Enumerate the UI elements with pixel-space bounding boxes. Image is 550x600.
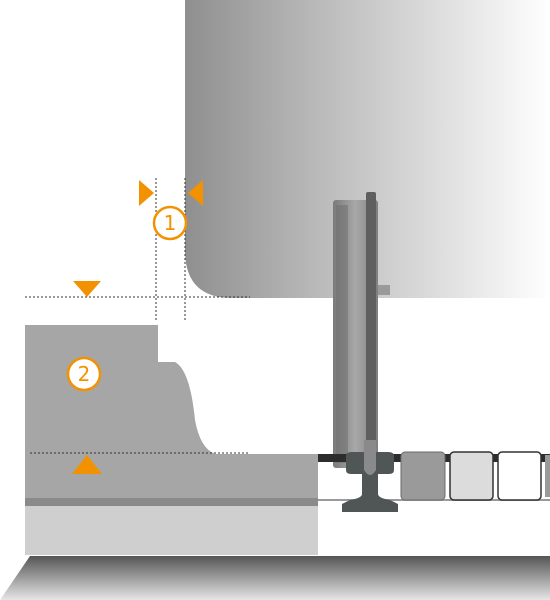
train-wheel — [333, 192, 390, 474]
rail — [342, 452, 398, 512]
ground — [0, 556, 550, 600]
height-arrow-up-icon — [72, 455, 102, 474]
pad-1 — [400, 451, 446, 501]
height-arrow-down-icon — [73, 281, 101, 297]
marker-2-label: 2 — [78, 362, 91, 386]
marker-1: 1 — [152, 205, 188, 241]
marker-2: 2 — [66, 356, 102, 392]
wheel-flange — [364, 440, 376, 475]
measurement-lines — [25, 178, 250, 454]
pad-3 — [497, 451, 542, 501]
pad-4 — [545, 455, 550, 497]
gap-arrow-right-icon — [188, 180, 203, 206]
train-car-body — [185, 0, 550, 298]
pad-2 — [449, 451, 494, 501]
gap-arrow-left-icon — [139, 180, 154, 206]
platform — [25, 325, 318, 555]
marker-1-label: 1 — [164, 211, 177, 235]
